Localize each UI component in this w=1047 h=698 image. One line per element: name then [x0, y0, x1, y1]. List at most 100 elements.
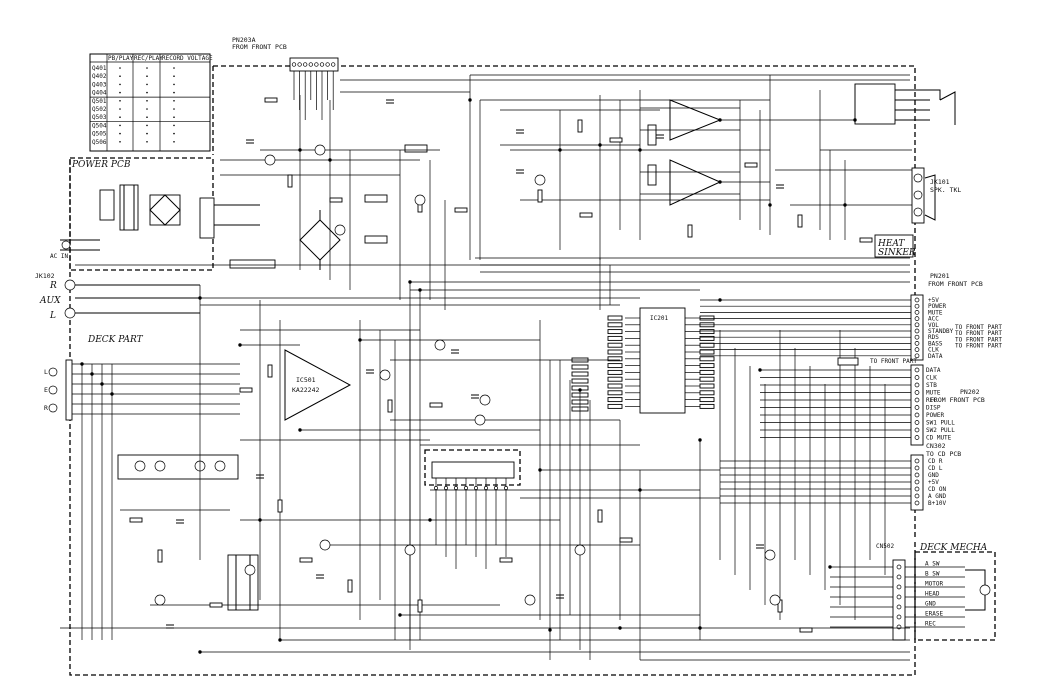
ic201-main-ic: IC201 [571, 307, 715, 414]
aux-r-label: R [49, 281, 57, 291]
voltage-table-row: Q501 [92, 98, 107, 105]
cn302-pin-label: +5V [928, 479, 939, 486]
pn202-name: PN202 [960, 388, 980, 396]
pn202-pin-label: SW1 PULL [926, 420, 955, 427]
voltage-table-row: Q502 [92, 106, 107, 113]
pn201-pin-label: CLK [928, 347, 939, 354]
deck-mecha-pin-label: REC [925, 621, 936, 628]
voltage-table-row: Q503 [92, 114, 107, 121]
aux-l-label: L [49, 311, 56, 321]
heat-sinker-box: HEAT SINKER [874, 234, 916, 258]
jk101-name: JK101 [930, 178, 950, 186]
voltage-table-row: Q403 [92, 81, 107, 88]
pn201-desc: FROM FRONT PCB [928, 280, 983, 288]
aux-input: JK102 R AUX L [35, 272, 200, 321]
svg-text:R: R [44, 404, 48, 412]
cn302-pin-label: CD ON [928, 486, 946, 493]
voltage-table-header-1: PB/PLAY [108, 55, 134, 62]
deck-mecha-pin-label: MOTOR [925, 581, 943, 588]
speaker-connector-jk101: JK101 SPK. TKL [911, 167, 961, 224]
jk102-name: JK102 [35, 272, 55, 280]
cn302-pin-label: A GND [928, 493, 946, 500]
svg-text:E: E [44, 386, 48, 394]
pn202-pin-label: DATA [926, 367, 941, 374]
svg-text:L: L [44, 368, 48, 376]
junction-dots [80, 98, 857, 654]
deck-mecha-pins: A SW B SW MOTOR HEAD GND ERASE REC [896, 561, 965, 630]
ic501-part: KA22242 [292, 386, 319, 394]
ic501-amplifier: IC501 KA22242 [284, 349, 352, 421]
pn203a-name: PN203A [232, 36, 256, 44]
pn201-front-note: TO FRONT PART [955, 324, 1002, 331]
voltage-table-row: Q504 [92, 122, 107, 129]
pn201-pin-label: POWER [928, 303, 946, 310]
passive-components [129, 97, 873, 633]
heat-sinker-label-2: SINKER [878, 248, 916, 258]
cn302-pin-label: CD L [928, 465, 943, 472]
cn302-pin-label: CD R [928, 458, 943, 465]
pn201-name: PN201 [930, 272, 950, 280]
tuner-connector [854, 83, 956, 125]
cn302-name: CN302 [926, 442, 946, 450]
pn201-pin-label: MUTE [928, 309, 943, 316]
deck-mecha-pin-label: GND [925, 601, 936, 608]
bridge-rectifier [299, 144, 428, 270]
pn201-pin-label: +5V [928, 297, 939, 304]
pn201-pin-label: VOL [928, 322, 939, 329]
cn302-desc: TO CD PCB [926, 450, 961, 458]
pn202-pin-label: MUTE [926, 390, 941, 397]
power-pcb-box: POWER PCB [69, 157, 214, 271]
ic501-name: IC501 [296, 376, 316, 384]
switch-ic-block [424, 449, 521, 486]
ic201-label: IC201 [650, 315, 668, 322]
pn202-desc: FROM FRONT PCB [930, 396, 985, 404]
pn202-pin-label: CD MUTE [926, 435, 952, 442]
pn201-pin-label: DATA [928, 353, 943, 360]
pn202-pin-label: CLK [926, 375, 937, 382]
voltage-table-row: Q401 [92, 65, 107, 72]
to-front-part-note: TO FRONT PART [870, 358, 917, 365]
pn202-pin-label: STB [926, 382, 937, 389]
ic201-pins [571, 315, 715, 412]
deck-part-title: DECK PART [87, 335, 144, 345]
pn201-pin-label: RDS [928, 334, 939, 341]
deck-mecha-pin-label: HEAD [925, 591, 940, 598]
pn201-front-note: TO FRONT PART [955, 330, 1002, 337]
pn203a-desc: FROM FRONT PCB [232, 43, 287, 51]
deck-head-connector: L E R [44, 359, 73, 421]
pn201-front-note: TO FRONT PART [955, 343, 1002, 350]
bias-transformer [227, 554, 259, 611]
deck-mecha-pin-label: A SW [925, 561, 940, 568]
deck-mecha-pin-label: B SW [925, 571, 940, 578]
power-amp-section [647, 99, 722, 206]
aux-jack-r [64, 279, 76, 291]
pn201-pin-label: ACC [928, 316, 939, 323]
aux-label: AUX [39, 296, 61, 306]
cn302-pin-label: GND [928, 472, 939, 479]
pn201-pin-label: BASS [928, 340, 943, 347]
pn203a-pins [291, 62, 336, 120]
connector-pn202: PN202 FROM FRONT PCB DATACLKSTBMUTERECDI… [910, 364, 985, 446]
pn202-pin-label: REC [926, 397, 937, 404]
voltage-table-row: Q505 [92, 131, 107, 138]
cn302-pin-label: B+10V [928, 500, 946, 507]
jk101-desc: SPK. TKL [930, 186, 961, 194]
deck-mecha-pin-label: ERASE [925, 611, 943, 618]
power-section: AC IN [50, 184, 276, 269]
circuit-wiring [60, 74, 912, 661]
aux-jack-l [64, 307, 76, 319]
pn202-pin-label: POWER [926, 412, 944, 419]
connector-pn201: PN201 FROM FRONT PCB +5VPOWERMUTEACCVOLS… [910, 272, 983, 361]
pn201-pin-label: STANDBY [928, 328, 954, 335]
deck-mecha-box: DECK MECHA CN502 A SWB SWMOTORHEADGNDERA… [876, 543, 996, 641]
voltage-table-row: Q404 [92, 90, 107, 97]
connector-pn203a: PN203A FROM FRONT PCB [232, 36, 339, 120]
voltage-table-row: Q402 [92, 73, 107, 80]
